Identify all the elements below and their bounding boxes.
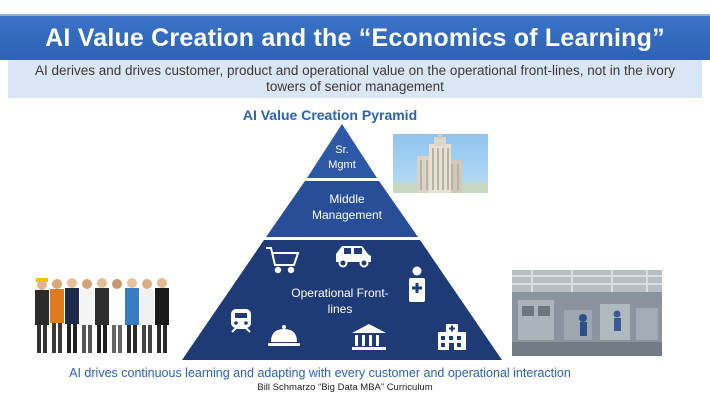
pyramid-tier-middle [266, 181, 418, 237]
tier-label-operational-front-lines: Operational Front- lines [280, 285, 400, 317]
slide-title: AI Value Creation and the “Economics of … [45, 24, 665, 52]
tier-label-sr-mgmt-line2: Mgmt [328, 159, 356, 171]
shopping-cart-icon [266, 247, 300, 274]
tier-label-sr-mgmt: Sr. Mgmt [312, 143, 372, 173]
tier-label-middle-line1: Middle [329, 192, 365, 206]
tier-label-bottom-line1: Operational Front- [291, 286, 389, 300]
workers-group-photo [32, 275, 172, 355]
tier-label-bottom-line2: lines [327, 302, 353, 316]
car-icon [336, 246, 371, 268]
bottom-caption: AI drives continuous learning and adapti… [69, 366, 571, 380]
pyramid-tier-bottom [182, 240, 502, 360]
factory-floor-photo [512, 270, 662, 356]
workers-group-illustration [35, 278, 169, 353]
subtitle-box: AI derives and drives customer, product … [8, 60, 702, 98]
factory-floor-illustration [512, 270, 662, 356]
medical-professional-icon [409, 266, 425, 302]
bank-building-icon [352, 324, 386, 350]
pyramid-title: AI Value Creation Pyramid [242, 107, 418, 123]
pyramid-tier-top [307, 124, 377, 178]
tier-label-middle-management: Middle Management [292, 191, 402, 223]
office-tower-illustration [393, 134, 488, 193]
hospital-building-icon [438, 324, 466, 350]
tier-label-sr-mgmt-line1: Sr. [335, 144, 349, 156]
train-icon [231, 309, 251, 333]
slide-subtitle: AI derives and drives customer, product … [34, 63, 676, 94]
service-bell-icon [268, 325, 300, 346]
office-tower-photo [393, 134, 488, 193]
title-bar: AI Value Creation and the “Economics of … [0, 14, 710, 60]
tier-label-middle-line2: Management [311, 208, 383, 222]
credit-line: Bill Schmarzo “Big Data MBA” Curriculum [257, 382, 433, 393]
